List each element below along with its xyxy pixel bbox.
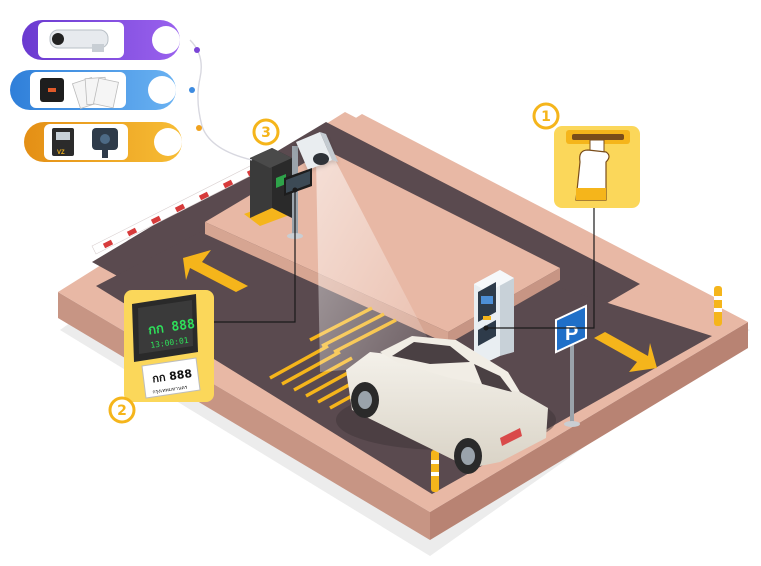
barrier-gate-cabinet (244, 148, 292, 226)
bollard-right (714, 286, 722, 326)
marker-2-label: 2 (117, 403, 127, 419)
hand-ticket-icon (575, 139, 610, 201)
device-pill-card-reader (10, 70, 195, 110)
vendor-mark: VZ (57, 150, 65, 156)
connector-dots (292, 187, 489, 331)
bullet-camera-icon (49, 29, 109, 52)
device-chain-line (189, 39, 253, 161)
parking-sign-letter: P (565, 323, 578, 345)
camera-light-beam (316, 154, 440, 372)
plate-card-province: กรุงเทพมหานคร (152, 385, 188, 396)
face-terminal-icon (92, 128, 118, 158)
access-terminal-icon: VZ (52, 128, 74, 156)
ticket-machine (474, 270, 514, 368)
marker-1: 1 (532, 102, 560, 130)
direction-arrow-right (594, 332, 657, 372)
car (336, 336, 556, 474)
barrier-arm (91, 161, 263, 255)
marker-2: 2 (108, 396, 136, 424)
callout-ticket-card (554, 126, 640, 208)
callout-connectors (198, 190, 595, 329)
parking-sign: P (555, 304, 587, 427)
bollard-front (431, 450, 439, 492)
device-pill-terminal: VZ (24, 122, 202, 162)
device-pill-camera (22, 20, 200, 60)
direction-arrow-left (183, 250, 248, 292)
marker-3-label: 3 (261, 125, 271, 141)
callout-display-card: กก 888 13:00:01 กก 888 กรุงเทพมหานคร (124, 290, 214, 402)
marker-1-label: 1 (541, 109, 551, 125)
card-reader-icon (40, 78, 64, 102)
rfid-cards-icon (71, 76, 119, 109)
display-board-plate: กก 888 (147, 317, 196, 338)
marker-3: 3 (252, 118, 280, 146)
plate-card-number: กก 888 (151, 367, 193, 385)
